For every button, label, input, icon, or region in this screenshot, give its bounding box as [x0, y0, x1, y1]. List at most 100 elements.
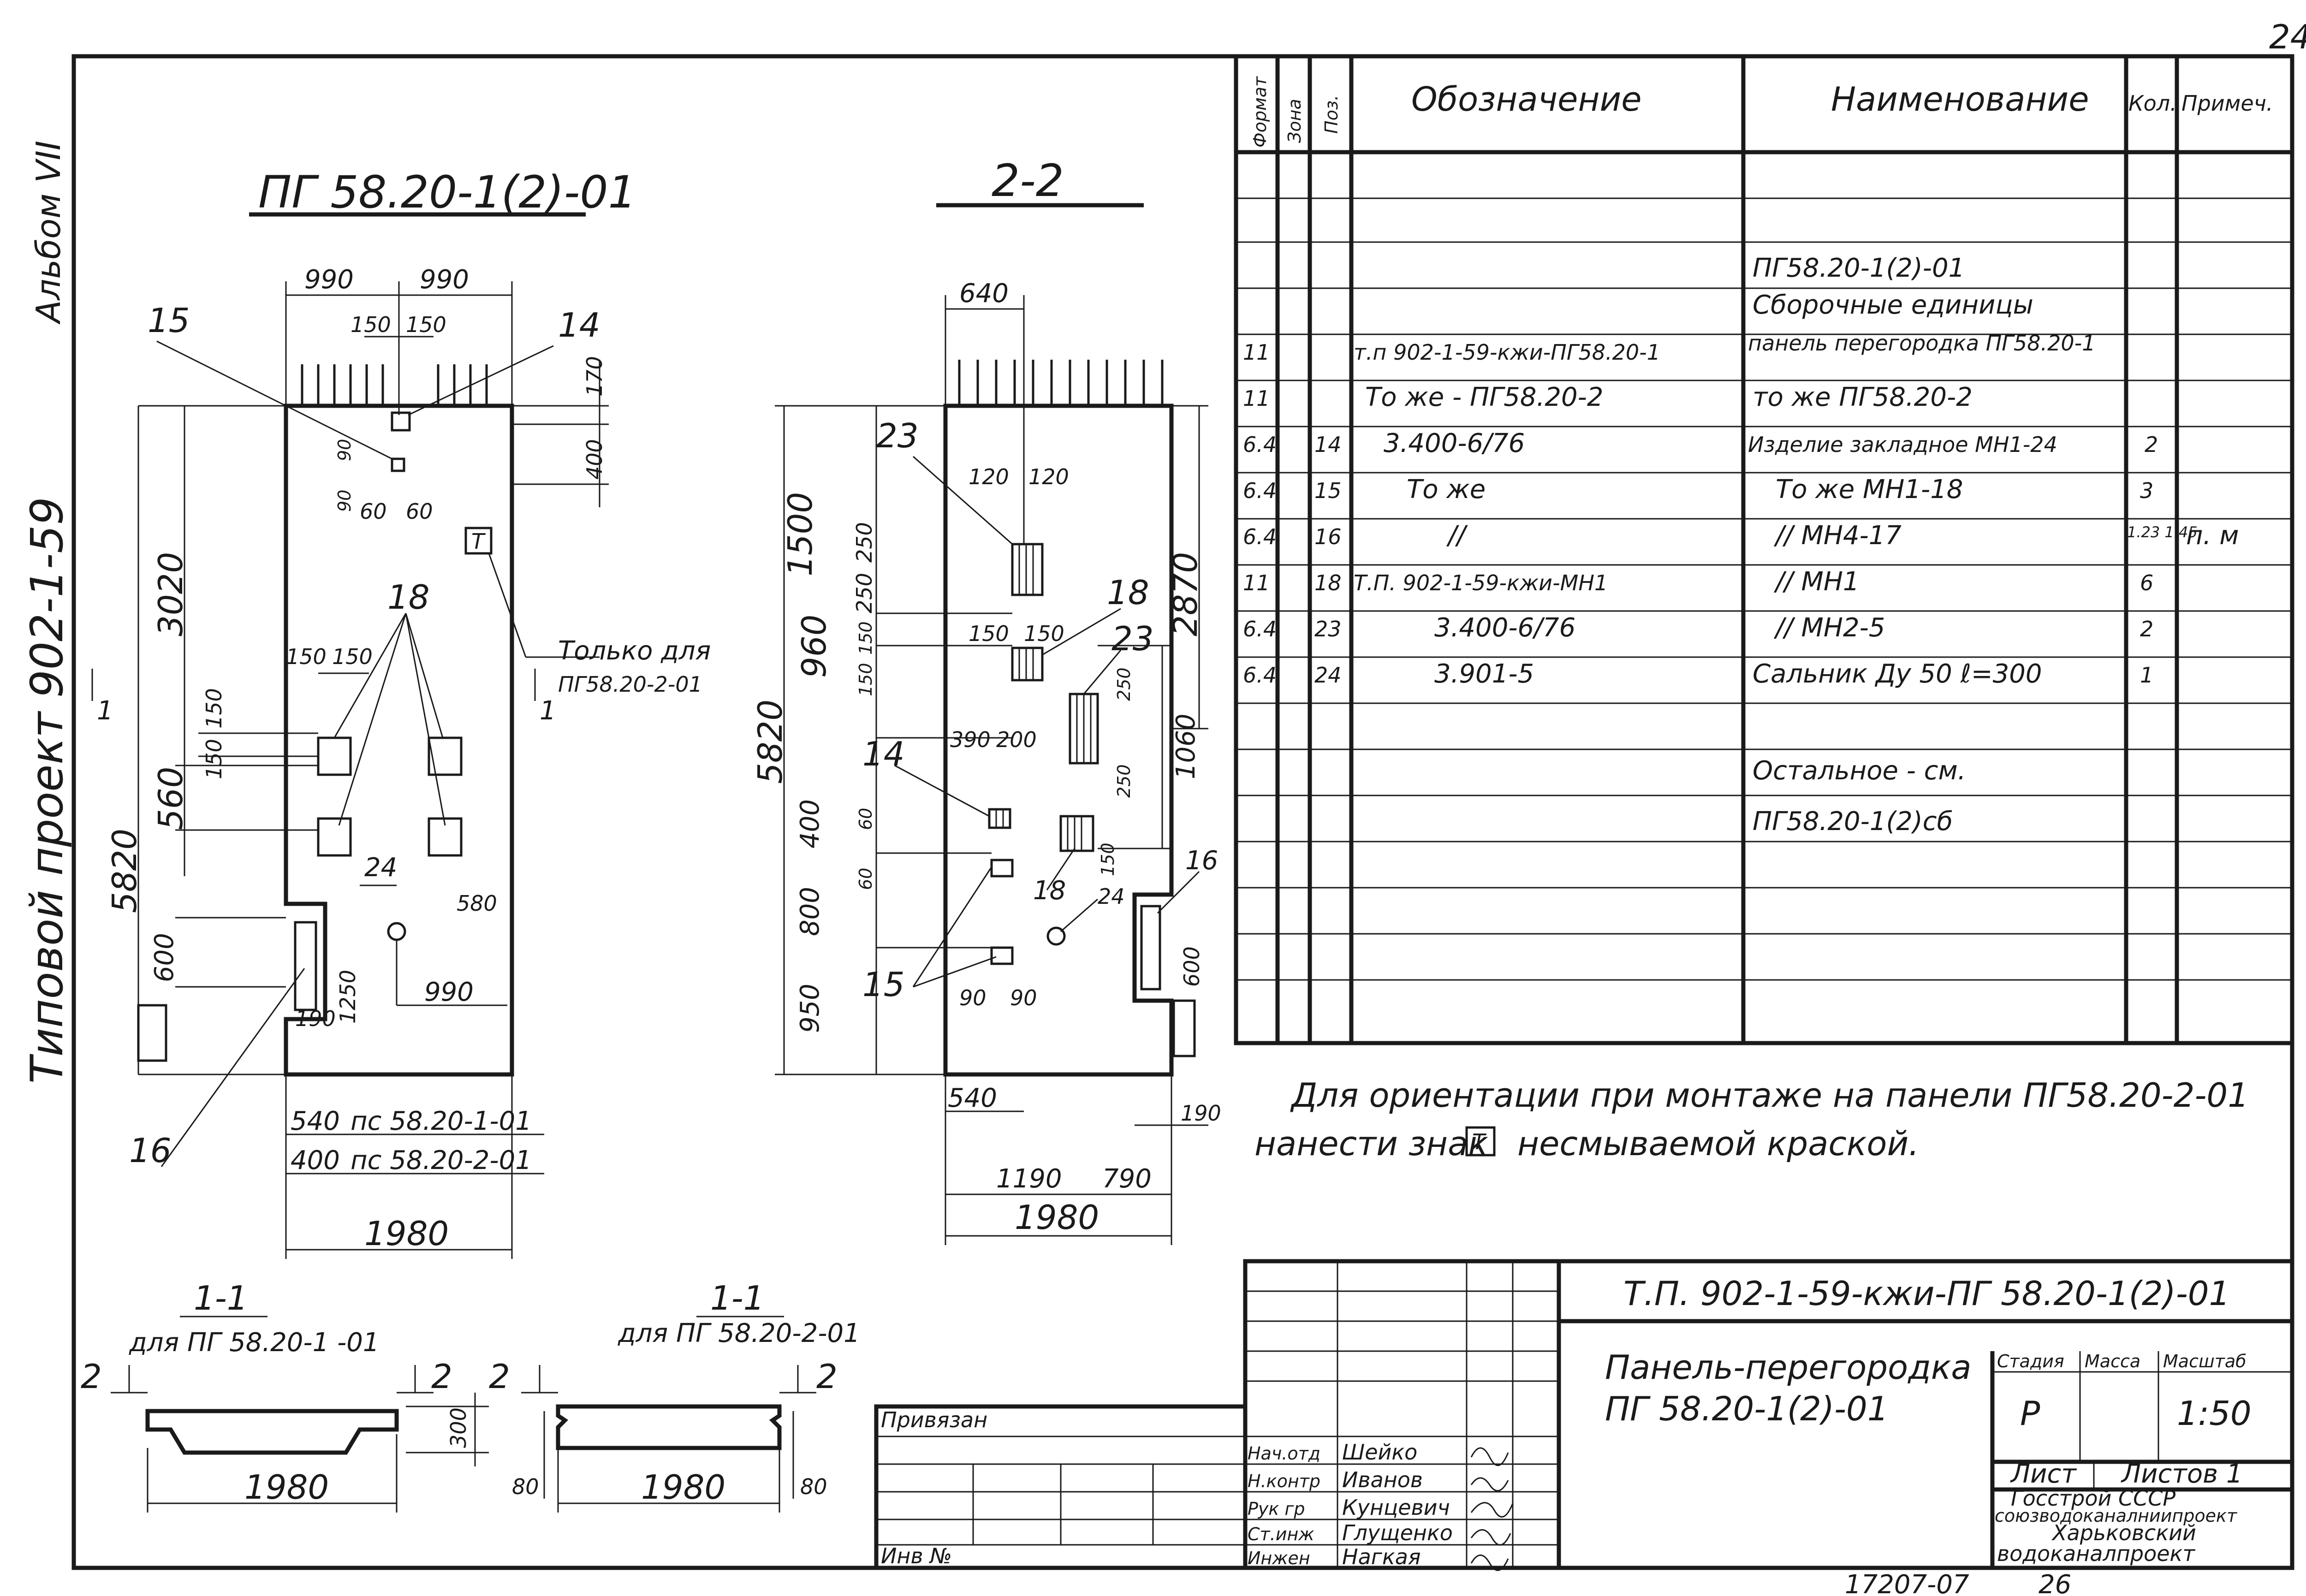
- sec11b-title: 1-1: [710, 1279, 765, 1317]
- stage-value: Р: [2020, 1394, 2040, 1433]
- mounting-note: Для ориентации при монтаже на панели ПГ5…: [1254, 1076, 2249, 1163]
- dim-190: 190: [295, 1006, 336, 1031]
- mark-24: 24: [364, 853, 397, 883]
- spec-row-5: 6.4 15 То же То же МН1-18 3: [1243, 475, 2153, 504]
- spec-row-name: // МН1: [1773, 567, 1860, 597]
- name-3: Глущенко: [1342, 1520, 1453, 1545]
- hdr-pos: Поз.: [1321, 95, 1342, 134]
- sec11-dim-300: 300: [446, 1407, 471, 1448]
- inv-label: Инв №: [881, 1543, 952, 1568]
- sec-dim-250-a: 250: [852, 522, 877, 563]
- spec-row-1: Сборочные единицы: [1753, 290, 2033, 320]
- spec-row-pos: 16: [1314, 524, 1342, 549]
- spec-row-name: Изделие закладное МН1-24: [1748, 432, 2057, 457]
- spec-row-designation: 3.400-6/76: [1434, 613, 1575, 643]
- spec-row-designation: То же - ПГ58.20-2: [1365, 382, 1603, 412]
- sec-dim-1190: 1190: [996, 1164, 1062, 1194]
- sec11b-profile: [556, 1404, 782, 1450]
- spec-row-designation: //: [1446, 521, 1468, 551]
- sec-dim-1980: 1980: [1015, 1198, 1099, 1237]
- sec-mark-14: 14: [862, 735, 905, 773]
- hdr-qty: Кол.: [2128, 91, 2177, 116]
- signature-3: [1470, 1529, 1511, 1546]
- spec-row-qty: 2: [2140, 617, 2153, 641]
- name-4: Нагкая: [1342, 1544, 1421, 1569]
- spec-row-format: 6.4: [1243, 524, 1277, 549]
- dim-pc-1: пс 58.20-1-01: [351, 1106, 532, 1136]
- title-line-1: Панель-перегородка: [1605, 1348, 1971, 1387]
- sec11a-title: 1-1: [194, 1279, 248, 1317]
- spec-row-pos: 23: [1314, 617, 1342, 641]
- spec-row-designation: 3.901-5: [1434, 659, 1534, 689]
- role-0: Нач.отд: [1248, 1443, 1320, 1464]
- hdr-note: Примеч.: [2181, 91, 2273, 116]
- role-4: Инжен: [1248, 1548, 1310, 1568]
- sec11b-dim-1980: 1980: [641, 1468, 725, 1507]
- sec-dim-150-c: 150: [1024, 621, 1064, 646]
- sheet-label: Лист: [2010, 1459, 2077, 1489]
- scale-label: Масштаб: [2163, 1351, 2247, 1371]
- section22-parts: [988, 543, 1196, 1057]
- sec-dim-640: 640: [959, 279, 1009, 309]
- scale-value: 1:50: [2177, 1394, 2252, 1433]
- sec-dim-250-c: 250: [1114, 667, 1134, 701]
- spec-row-name: ПГ58.20-1(2)сб: [1753, 807, 1953, 837]
- spec-row-note: п. м: [2186, 521, 2239, 551]
- spec-row-9: 6.4 24 3.901-5 Сальник Ду 50 ℓ=300 1: [1243, 659, 2153, 689]
- sec-dim-960: 960: [795, 615, 833, 678]
- privyazan-label: Привязан: [881, 1407, 987, 1432]
- sec-mark-23-b: 23: [1111, 619, 1154, 658]
- hdr-designation: Обозначение: [1411, 80, 1642, 119]
- sec-dim-120-a: 120: [969, 464, 1009, 489]
- org-line-1: Госстрой СССР: [2011, 1486, 2175, 1511]
- doc-code: Т.П. 902-1-59-кжи-ПГ 58.20-1(2)-01: [1623, 1274, 2230, 1313]
- sec11a-subtitle: для ПГ 58.20-1 -01: [129, 1328, 380, 1358]
- part-15: [391, 457, 405, 472]
- sec-dim-90-a: 90: [959, 985, 987, 1010]
- part-14: [391, 411, 411, 432]
- spec-row-qty: 3: [2140, 478, 2153, 503]
- page-number: 24: [2269, 18, 2306, 56]
- dim-150-b: 150: [406, 312, 446, 337]
- sec-dim-150-d: 150: [856, 663, 876, 696]
- specification-table: Формат Зона Поз. Обозначение Наименовани…: [1234, 54, 2294, 1045]
- dim-150-c: 150: [286, 644, 327, 669]
- sec-dim-150-b: 150: [969, 621, 1009, 646]
- spec-row-pos: 15: [1314, 478, 1342, 503]
- note-line-1: Для ориентации при монтаже на панели ПГ5…: [1290, 1076, 2249, 1115]
- org-line-2: союзводоканалниипроект: [1995, 1506, 2238, 1526]
- dim-150-d: 150: [332, 644, 373, 669]
- sec-dim-950: 950: [795, 984, 825, 1033]
- sec-dim-90-b: 90: [1010, 985, 1037, 1010]
- note-mark-box: [1465, 1126, 1496, 1157]
- sec-dim-2870: 2870: [1166, 552, 1205, 636]
- spec-row-7: 11 18 Т.П. 902-1-59-кжи-МН1 // МН1 6: [1243, 567, 2153, 597]
- title-block: Привязан Инв № Т.П. 902-1-59-кжи-ПГ 58.2…: [874, 1259, 2294, 1571]
- spec-row-6: 6.4 16 // // МН4-17 1.23 1.45 п. м: [1243, 521, 2239, 551]
- sec-dim-540: 540: [948, 1083, 997, 1113]
- dim-150-f: 150: [202, 739, 226, 779]
- dim-990-right: 990: [420, 265, 469, 295]
- spec-row-designation: т.п 902-1-59-кжи-ПГ58.20-1: [1354, 340, 1660, 365]
- name-2: Кунцевич: [1342, 1495, 1450, 1520]
- sec-dim-60-b: 60: [856, 868, 876, 890]
- cut-2-c: 2: [489, 1357, 510, 1396]
- dim-90-a: 90: [334, 439, 355, 461]
- sec-dim-790: 790: [1102, 1164, 1152, 1194]
- sec11b-subtitle: для ПГ 58.20-2-01: [618, 1318, 860, 1348]
- orientation-mark-box: [464, 527, 493, 555]
- sec-dim-250-b: 250: [852, 573, 877, 613]
- org-line-3: Харьковский: [2051, 1520, 2196, 1545]
- spec-row-name: То же МН1-18: [1776, 475, 1963, 504]
- sec-dim-150-a: 150: [856, 621, 876, 655]
- sec-dim-390: 390: [950, 727, 991, 752]
- sec-dim-200: 200: [996, 727, 1037, 752]
- spec-row-format: 11: [1243, 340, 1270, 365]
- sec-dim-1060: 1060: [1171, 713, 1201, 779]
- sec-dim-1500: 1500: [781, 492, 820, 576]
- spec-row-format: 6.4: [1243, 617, 1277, 641]
- mark-14: 14: [558, 306, 600, 344]
- spec-row-pos: 24: [1314, 663, 1342, 688]
- mark-16: 16: [129, 1131, 172, 1170]
- spec-row-designation: 3.400-6/76: [1384, 428, 1525, 458]
